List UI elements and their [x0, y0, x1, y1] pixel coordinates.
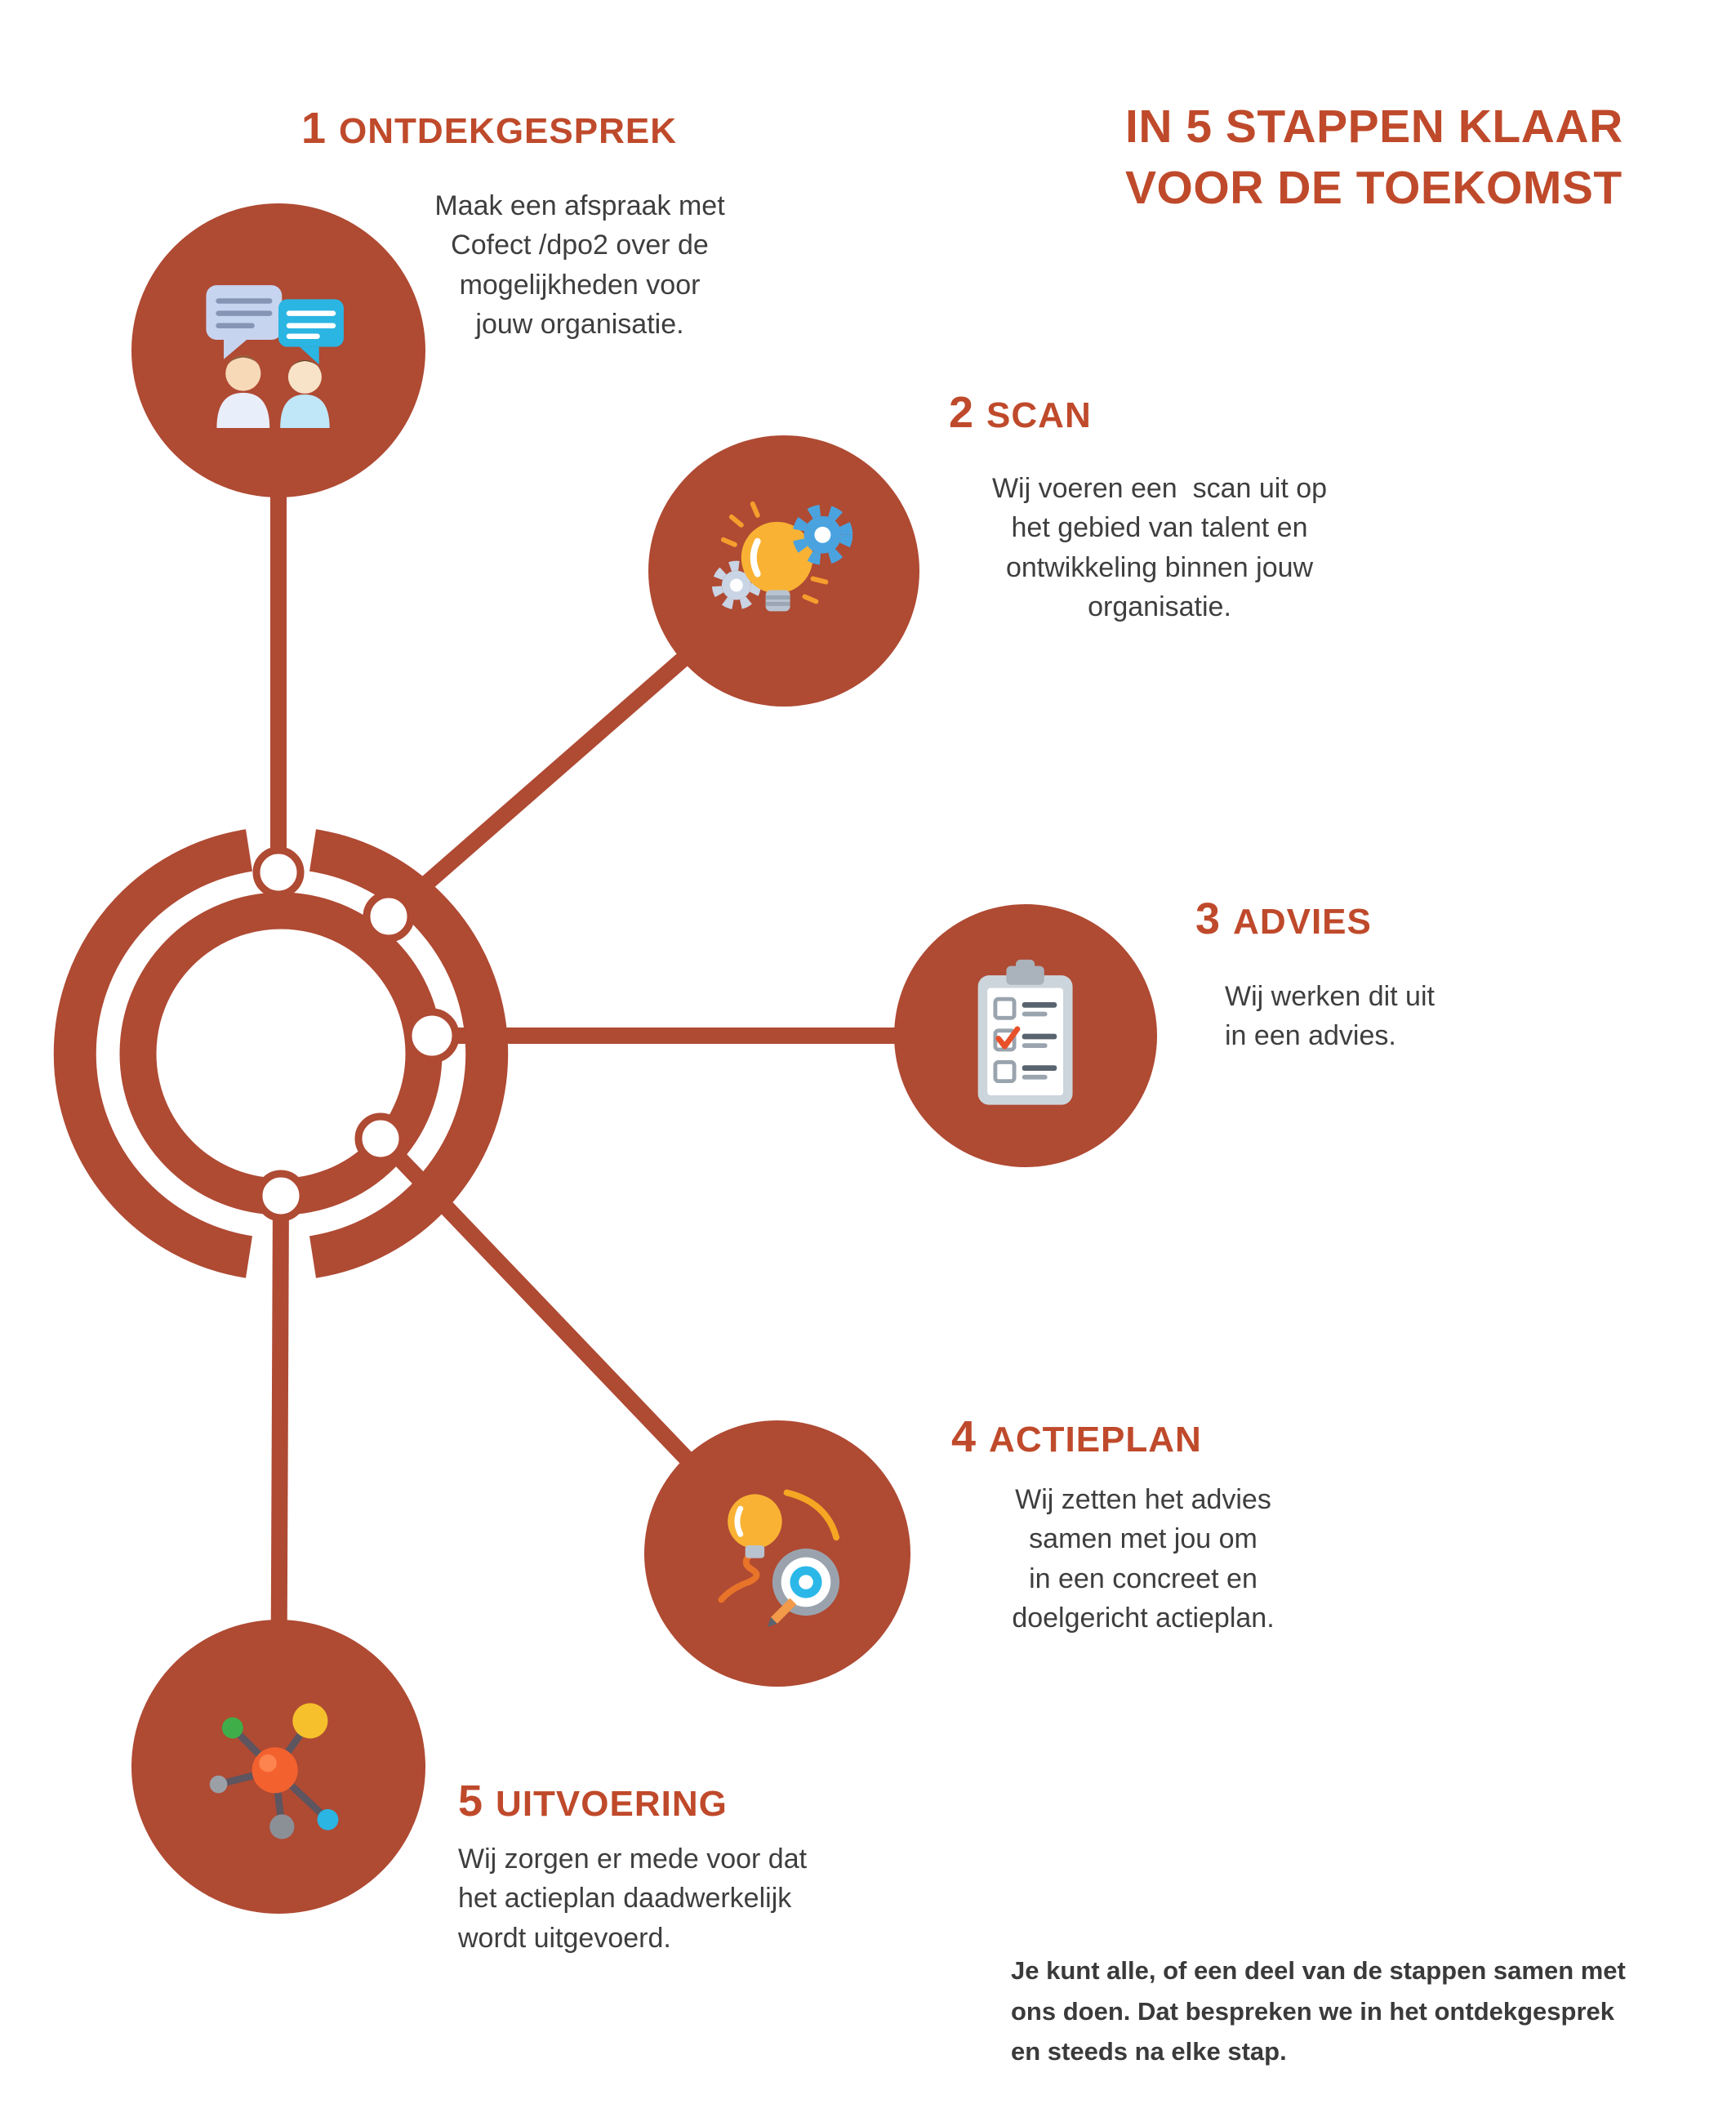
- step2-number: 2: [949, 388, 974, 437]
- step5-heading: 5 UITVOERING: [458, 1779, 728, 1823]
- step4-heading: 4 ACTIEPLAN: [951, 1415, 1202, 1459]
- connector-node-step4: [354, 1112, 407, 1165]
- step2-label: SCAN: [986, 395, 1092, 435]
- lightbulb-target-icon: [718, 1489, 840, 1627]
- step1-description: Maak een afspraak met Cofect /dpo2 over …: [434, 190, 725, 340]
- lightbulb-gears-icon: [712, 502, 853, 612]
- step1-circle: [131, 203, 425, 497]
- connector-node-step1: [252, 846, 305, 898]
- network-icon: [209, 1703, 339, 1839]
- step4-label: ACTIEPLAN: [989, 1420, 1202, 1460]
- step4-circle: [644, 1420, 910, 1687]
- step1-heading: 1 ONTDEKGESPREK: [301, 106, 677, 150]
- step3-label: ADVIES: [1233, 902, 1372, 942]
- step4-description: Wij zetten het advies samen met jou om i…: [1012, 1484, 1275, 1634]
- step5-number: 5: [458, 1777, 483, 1826]
- connector-node-step2: [363, 890, 415, 943]
- step5-label: UITVOERING: [496, 1784, 728, 1824]
- step3-number: 3: [1195, 894, 1221, 943]
- connector-node-step3: [404, 1008, 460, 1063]
- step3-description: Wij werken dit uit in een advies.: [1225, 981, 1435, 1052]
- main-title: IN 5 STAPPEN KLAAR VOOR DE TOEKOMST: [1125, 96, 1648, 219]
- step2-description: Wij voeren een scan uit op het gebied va…: [991, 473, 1328, 622]
- step2-heading: 2 SCAN: [949, 390, 1092, 435]
- step1-label: ONTDEKGESPREK: [339, 111, 677, 151]
- step4-number: 4: [951, 1412, 977, 1461]
- connector-node-step5: [255, 1170, 307, 1222]
- step5-circle: [131, 1620, 425, 1914]
- step1-number: 1: [301, 104, 327, 153]
- hub-outer-ring-right: [309, 829, 509, 1278]
- main-title-line1: IN 5 STAPPEN KLAAR: [1125, 100, 1623, 153]
- clipboard-checklist-icon: [978, 960, 1073, 1106]
- main-title-line2: VOOR DE TOEKOMST: [1125, 162, 1622, 215]
- chat-icon: [206, 285, 344, 429]
- gear-blue: [792, 505, 853, 566]
- step3-circle: [894, 904, 1157, 1167]
- hub-outer-ring-left: [53, 829, 253, 1278]
- step5-description: Wij zorgen er mede voor dat het actiepla…: [458, 1843, 808, 1954]
- step3-heading: 3 ADVIES: [1195, 897, 1372, 941]
- step2-circle: [648, 435, 919, 707]
- footer-note: Je kunt alle, of een deel van de stappen…: [1011, 1956, 1626, 2066]
